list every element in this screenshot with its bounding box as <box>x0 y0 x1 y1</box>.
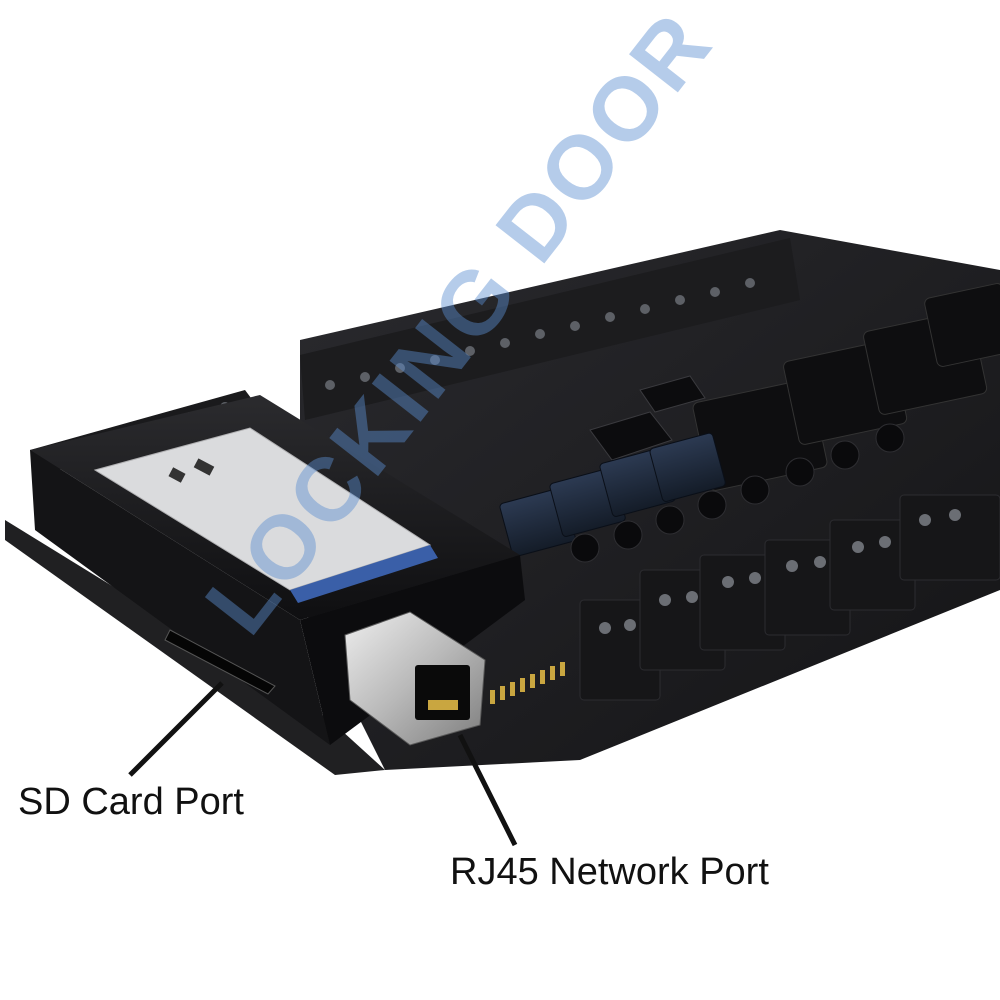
secondary-chip <box>639 375 706 413</box>
blue-relays <box>499 432 726 557</box>
header-pins <box>490 662 565 704</box>
enclosure-front <box>30 450 330 745</box>
label-blue-band <box>290 545 438 603</box>
rj45-network-port-label: RJ45 Network Port <box>450 851 769 893</box>
capacitors <box>570 423 905 563</box>
sd-card-slot <box>164 629 276 695</box>
rj45-jack-opening <box>415 665 470 720</box>
rj45-leader-line <box>457 733 518 847</box>
back-terminal-strip <box>300 238 800 420</box>
main-chip <box>589 411 673 461</box>
label-marks <box>168 458 215 483</box>
sd-card-port-label: SD Card Port <box>18 781 244 823</box>
front-terminal-screws <box>599 509 961 634</box>
back-terminal-screws <box>325 278 755 390</box>
sd-leader-line <box>128 681 224 777</box>
